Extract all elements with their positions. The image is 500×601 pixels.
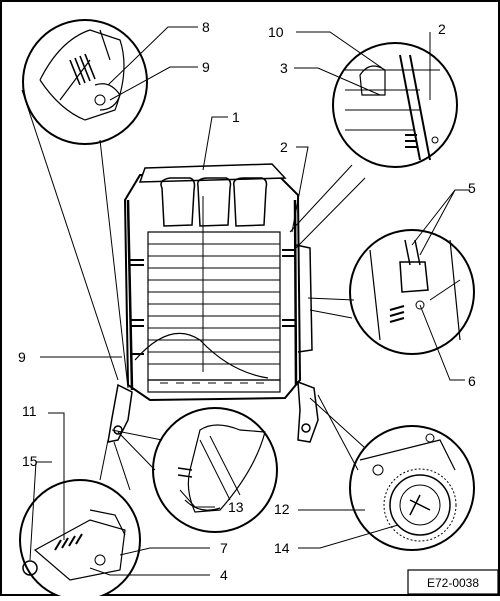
callout-4: 4: [220, 567, 228, 583]
callout-12: 12: [274, 501, 290, 517]
callout-13: 13: [228, 499, 244, 515]
leader-3: [294, 67, 381, 96]
detail-circle-bottom-left: [19, 479, 141, 601]
leader-11: [48, 412, 65, 540]
callout-14: 14: [274, 540, 290, 556]
detail-circle-mid-right: [349, 229, 475, 355]
leader-9-top: [109, 66, 198, 101]
callout-6: 6: [468, 373, 476, 389]
leader-8: [107, 26, 198, 86]
leader-10: [296, 31, 383, 69]
detail-circle-bottom-right: [349, 425, 475, 551]
seat-backrest-frame: [107, 163, 319, 443]
callout-2-mid: 2: [280, 139, 288, 155]
leader-15: [29, 461, 52, 561]
callout-1: 1: [232, 109, 240, 125]
leader-7: [119, 547, 210, 556]
callout-9-top: 9: [202, 59, 210, 75]
leader-13: [179, 489, 215, 508]
callout-10: 10: [268, 24, 284, 40]
detail-circle-bottom-center: [152, 407, 278, 533]
callout-2-top: 2: [438, 21, 446, 37]
connector-lines: [21, 89, 366, 491]
leader-2-mid: [291, 146, 309, 233]
callout-labels: 8 9 1 10 3 2 2 5 6 9 11 15 13 12 14 7 4: [18, 19, 476, 583]
callout-8: 8: [202, 19, 210, 35]
leader-1: [202, 116, 228, 171]
callout-5: 5: [468, 180, 476, 196]
leader-4: [89, 567, 210, 576]
detail-circle-top-right: [332, 42, 458, 168]
callout-7: 7: [220, 540, 228, 556]
leader-6: [419, 304, 465, 381]
callout-11: 11: [22, 403, 37, 419]
leader-lines: [29, 26, 470, 576]
leader-14: [298, 524, 399, 549]
callout-9-mid: 9: [18, 349, 26, 365]
callout-15: 15: [22, 453, 38, 469]
figure-code-box: E72-0038: [407, 569, 499, 595]
leader-5: [411, 189, 470, 256]
figure-code: E72-0038: [427, 576, 479, 590]
callout-3: 3: [280, 60, 288, 76]
detail-circle-top-left: [22, 19, 148, 145]
